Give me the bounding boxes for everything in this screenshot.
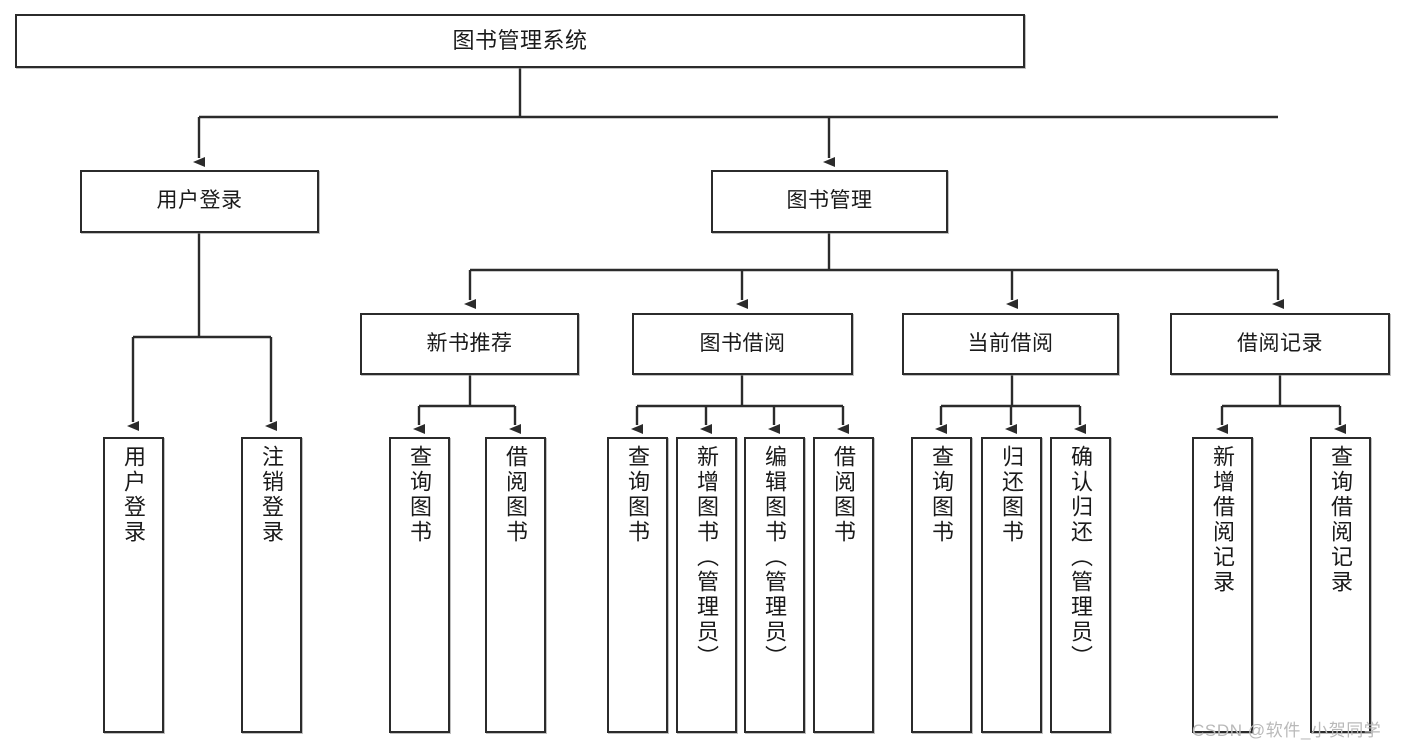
node-leaf-confirm-return[interactable]: 确认归还（管理员） [1050, 437, 1111, 733]
node-root-label: 图书管理系统 [452, 28, 588, 54]
node-root[interactable]: 图书管理系统 [15, 14, 1025, 68]
node-leaf-borrow-book-2-label: 借阅图书 [831, 445, 857, 545]
node-leaf-return-book[interactable]: 归还图书 [981, 437, 1042, 733]
node-leaf-user-login-label: 用户登录 [121, 445, 147, 545]
node-book-manage-label: 图书管理 [786, 189, 873, 213]
node-leaf-query-book-2[interactable]: 查询图书 [607, 437, 668, 733]
node-leaf-logout-login-label: 注销登录 [259, 445, 285, 545]
node-current-borrow-label: 当前借阅 [967, 331, 1054, 355]
node-leaf-query-book-2-label: 查询图书 [625, 445, 651, 545]
node-current-borrow[interactable]: 当前借阅 [902, 313, 1119, 375]
node-leaf-confirm-return-label: 确认归还（管理员） [1068, 445, 1094, 670]
node-borrow-record-label: 借阅记录 [1237, 331, 1323, 355]
node-borrow-record[interactable]: 借阅记录 [1170, 313, 1390, 375]
node-leaf-borrow-book-1-label: 借阅图书 [503, 445, 529, 545]
node-new-book-rec-label: 新书推荐 [426, 331, 513, 355]
node-leaf-query-book-3-label: 查询图书 [929, 445, 955, 545]
node-user-login[interactable]: 用户登录 [80, 170, 319, 233]
node-book-borrow-label: 图书借阅 [699, 331, 786, 355]
node-leaf-borrow-book-2[interactable]: 借阅图书 [813, 437, 874, 733]
node-book-borrow[interactable]: 图书借阅 [632, 313, 853, 375]
node-leaf-add-record[interactable]: 新增借阅记录 [1192, 437, 1253, 733]
node-leaf-user-login[interactable]: 用户登录 [103, 437, 164, 733]
node-leaf-edit-book[interactable]: 编辑图书（管理员） [744, 437, 805, 733]
node-leaf-add-record-label: 新增借阅记录 [1210, 445, 1236, 595]
node-leaf-query-record[interactable]: 查询借阅记录 [1310, 437, 1371, 733]
node-leaf-query-book-1-label: 查询图书 [407, 445, 433, 545]
node-leaf-logout-login[interactable]: 注销登录 [241, 437, 302, 733]
node-user-login-label: 用户登录 [156, 189, 243, 213]
node-leaf-add-book[interactable]: 新增图书（管理员） [676, 437, 737, 733]
node-leaf-query-book-3[interactable]: 查询图书 [911, 437, 972, 733]
node-leaf-query-book-1[interactable]: 查询图书 [389, 437, 450, 733]
node-leaf-add-book-label: 新增图书（管理员） [694, 445, 720, 670]
csdn-watermark: CSDN @软件_小贺同学 [1192, 721, 1382, 740]
node-leaf-return-book-label: 归还图书 [999, 445, 1025, 545]
node-book-manage[interactable]: 图书管理 [711, 170, 948, 233]
node-leaf-borrow-book-1[interactable]: 借阅图书 [485, 437, 546, 733]
node-new-book-rec[interactable]: 新书推荐 [360, 313, 579, 375]
node-leaf-query-record-label: 查询借阅记录 [1328, 445, 1354, 595]
node-leaf-edit-book-label: 编辑图书（管理员） [762, 445, 788, 670]
